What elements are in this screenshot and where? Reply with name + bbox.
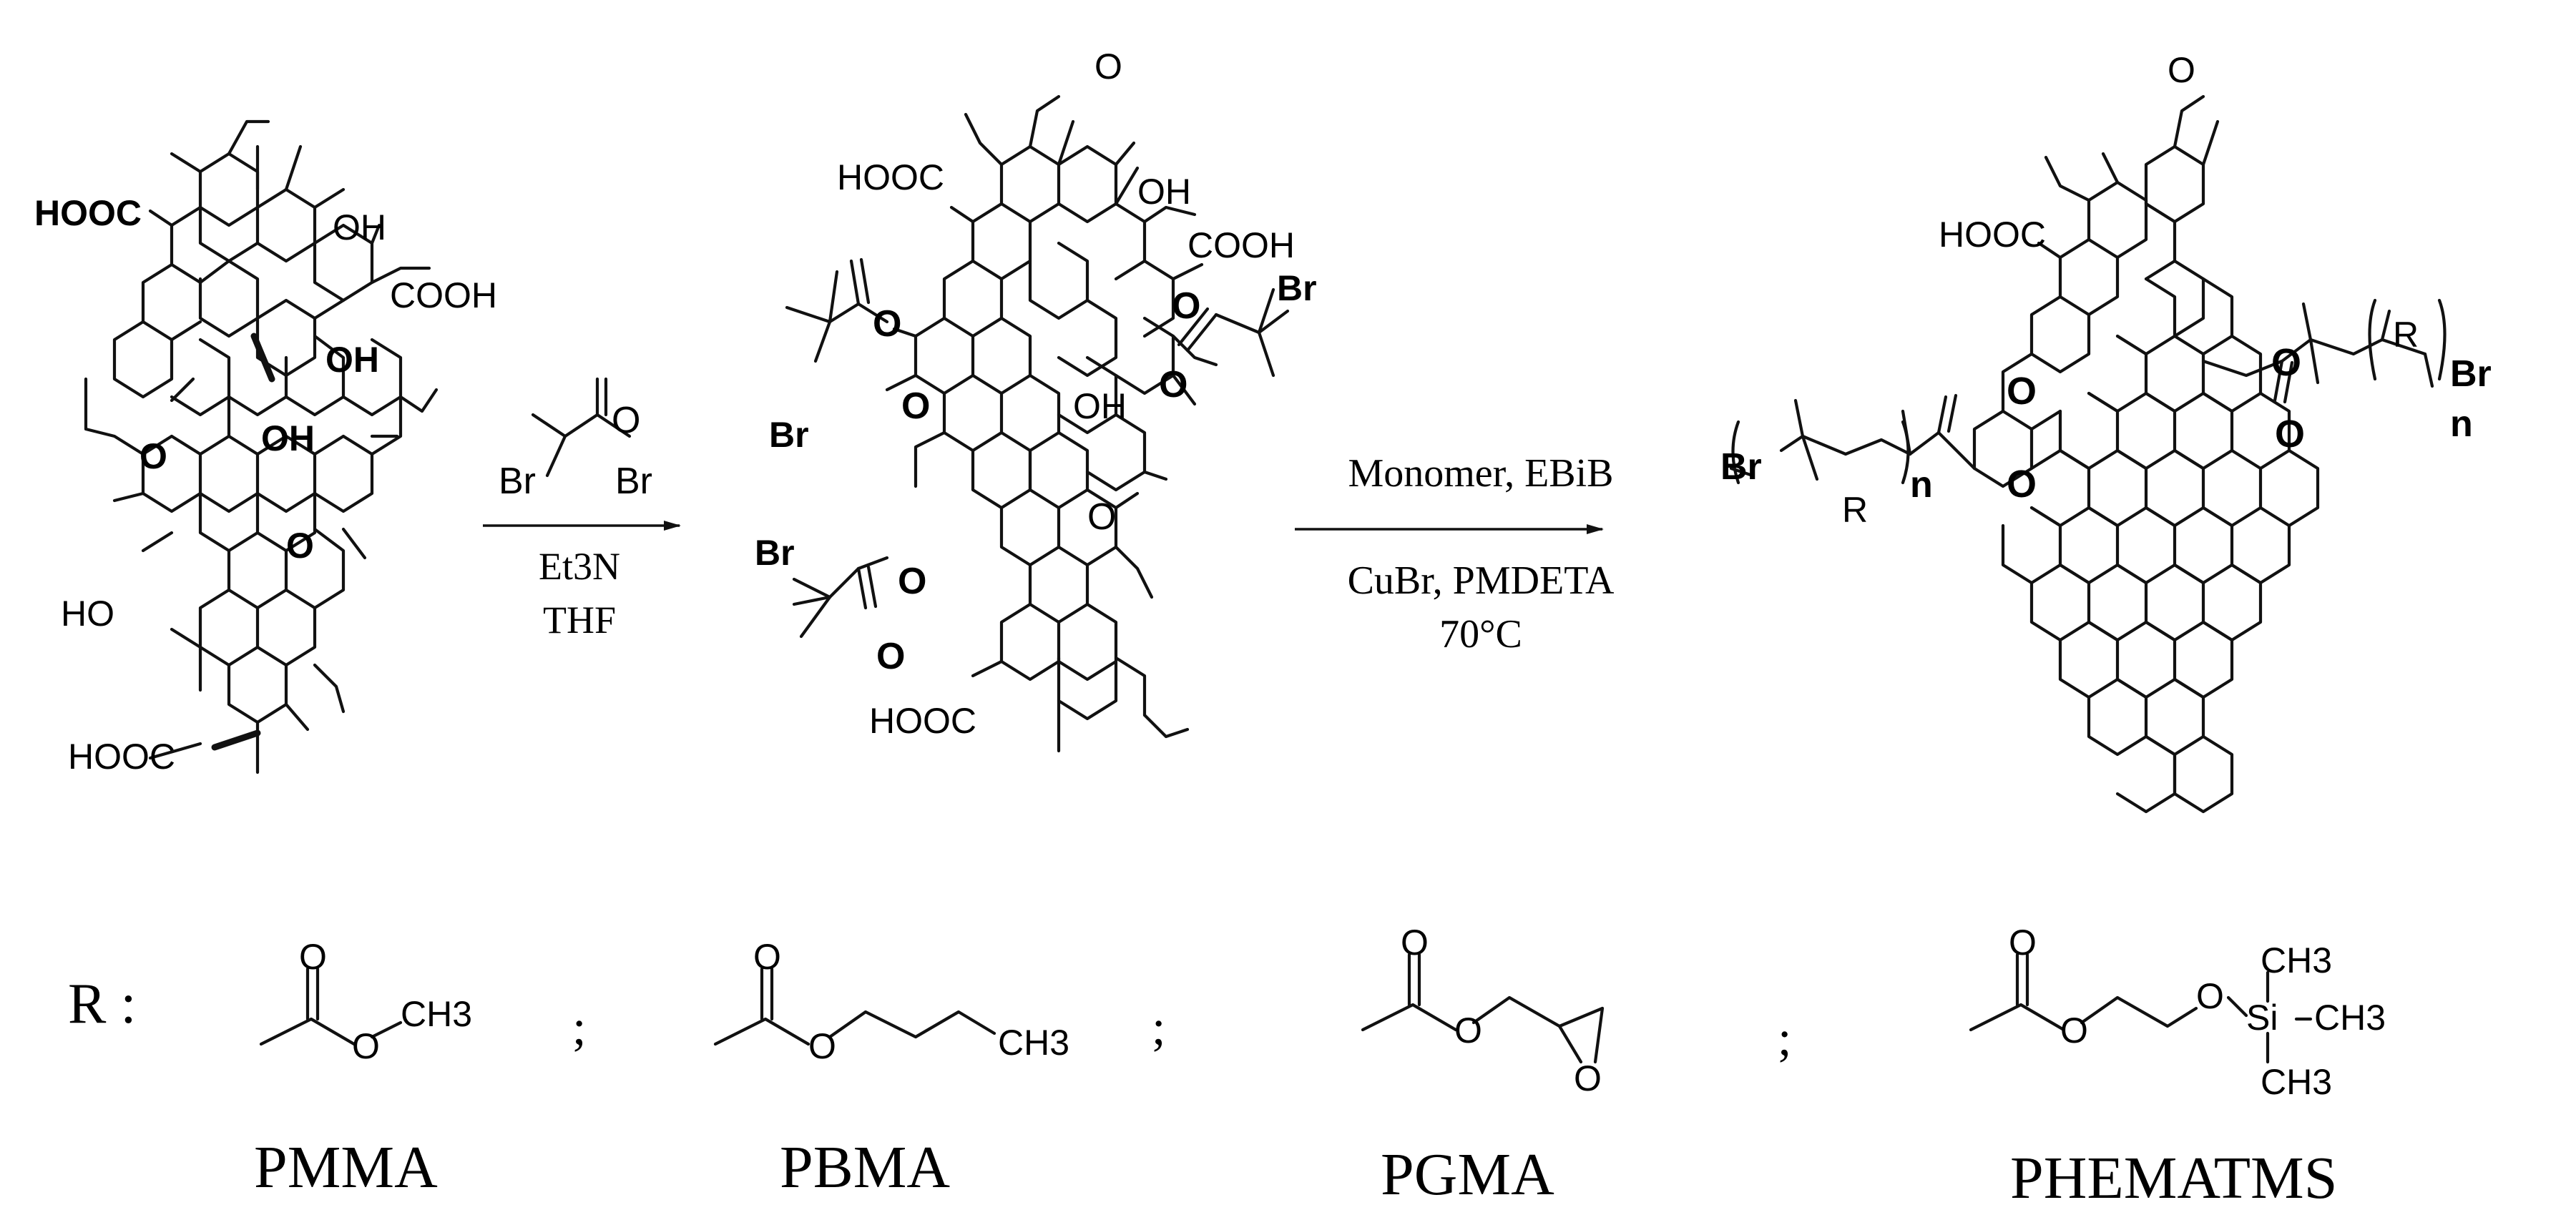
condition-solvent: THF <box>543 599 616 641</box>
go-br-skeleton <box>785 94 1290 753</box>
phematms-silicon: Si <box>2246 998 2278 1038</box>
grafted-carbonyl-o: O <box>2007 370 2037 413</box>
grafted-repeat-n: n <box>1910 464 1933 506</box>
go-br-group-cooh: COOH <box>1187 225 1295 265</box>
go-group-oh: OH <box>333 207 386 247</box>
go-group-hooc: HOOC <box>68 737 175 777</box>
go-br-initiator-molecule: HOOC OH COOH Br O O O Br O O OH Br O O O… <box>755 46 1317 753</box>
go-group-cooh: COOH <box>390 275 497 315</box>
phematms-methyl: CH3 <box>2261 940 2332 980</box>
go-br-group-hooc: HOOC <box>837 157 944 197</box>
phematms-methyl: CH3 <box>2261 1062 2332 1102</box>
r-group-label: R : <box>68 973 137 1035</box>
grafted-carbonyl-o: O <box>2275 413 2305 456</box>
pgma-ester-o: O <box>1454 1010 1482 1051</box>
go-br-epoxide-o: O <box>1087 496 1116 538</box>
r-group-separator: ; <box>1152 1000 1165 1056</box>
graphene-oxide-skeleton <box>84 119 439 774</box>
go-br-carbonyl-o: O <box>876 636 905 677</box>
go-br-group-hooc: HOOC <box>869 701 976 741</box>
condition-base: Et3N <box>539 545 620 588</box>
pmma-structure <box>259 967 403 1046</box>
phematms-name: PHEMATMS <box>2010 1145 2337 1211</box>
r-group-separator: ; <box>1778 1011 1791 1066</box>
pbma-methyl: CH3 <box>998 1023 1069 1063</box>
condition-catalyst: CuBr, PMDETA <box>1348 559 1615 603</box>
pbma-carbonyl-o: O <box>753 937 781 977</box>
bromoisobutyryl-bromide-reagent <box>531 377 632 478</box>
pbma-name: PBMA <box>780 1134 950 1201</box>
reagent-br-atom: Br <box>615 461 652 502</box>
go-br-ester-o: O <box>898 561 926 602</box>
pmma-methyl: CH3 <box>401 994 472 1034</box>
bold-bond <box>211 729 261 751</box>
grafted-r-group: R <box>2393 315 2419 355</box>
grafted-ester-o: O <box>2271 341 2301 384</box>
r-group-pmma: O O CH3 PMMA <box>254 937 472 1201</box>
grafted-r-group: R <box>1842 490 1868 530</box>
phematms-methyl: CH3 <box>2314 998 2386 1038</box>
reaction-step-1: Br O Br Et3N THF <box>483 377 681 641</box>
reagent-o-atom: O <box>612 400 640 441</box>
go-group-epoxide-o: O <box>286 526 314 566</box>
r-group-definitions: R : O O CH3 PMMA ; O O CH3 <box>68 923 2386 1211</box>
polymer-grafted-go-molecule: HOOC O O O R Br n Br O O R n <box>1720 50 2492 814</box>
go-br-ester-o: O <box>901 385 930 427</box>
phematms-ether-o: O <box>2196 976 2224 1016</box>
pbma-ester-o: O <box>808 1026 836 1066</box>
go-br-carbonyl-o: O <box>1159 364 1187 405</box>
grafted-go-skeleton <box>1729 94 2447 814</box>
go-group-oh: OH <box>325 340 379 380</box>
pmma-ester-o: O <box>352 1026 380 1066</box>
go-br-group-br: Br <box>755 533 795 573</box>
grafted-ketone-o: O <box>2168 50 2195 90</box>
pmma-carbonyl-o: O <box>299 937 327 977</box>
graphene-oxide-molecule: HOOC OH COOH OH OH O O HO HOOC <box>34 119 497 777</box>
r-group-separator: ; <box>572 1000 586 1056</box>
go-br-ester-o: O <box>1172 285 1200 327</box>
go-br-group-oh: OH <box>1137 172 1191 212</box>
go-group-ho: HO <box>61 594 114 634</box>
phematms-structure <box>1969 953 2313 1064</box>
condition-temperature: 70°C <box>1439 612 1522 656</box>
grafted-end-br: Br <box>1720 446 1762 488</box>
go-group-epoxide-o: O <box>139 436 167 476</box>
go-br-group-br: Br <box>1277 268 1317 308</box>
pbma-structure <box>713 967 996 1046</box>
grafted-group-hooc: HOOC <box>1939 215 2046 255</box>
grafted-end-br: Br <box>2450 353 2492 395</box>
go-group-hooc: HOOC <box>34 193 142 233</box>
grafted-ester-o: O <box>2007 463 2037 506</box>
reaction-step-2: Monomer, EBiB CuBr, PMDETA 70°C <box>1295 451 1615 656</box>
pgma-epoxide-o: O <box>1574 1058 1602 1098</box>
r-group-phematms: O O O Si CH3 CH3 CH3 PHEMATMS <box>1969 923 2386 1211</box>
phematms-ester-o: O <box>2060 1010 2088 1051</box>
phematms-carbonyl-o: O <box>2009 923 2037 963</box>
go-br-group-br: Br <box>769 415 809 455</box>
bold-bond <box>250 333 275 383</box>
pmma-name: PMMA <box>254 1134 438 1201</box>
go-group-oh: OH <box>261 418 315 458</box>
go-br-carbonyl-o: O <box>873 303 901 345</box>
grafted-repeat-n: n <box>2450 403 2473 445</box>
pgma-name: PGMA <box>1381 1141 1554 1208</box>
pgma-structure <box>1361 953 1605 1064</box>
reagent-br-atom: Br <box>499 461 536 502</box>
pgma-carbonyl-o: O <box>1401 923 1429 963</box>
condition-monomer-initiator: Monomer, EBiB <box>1348 451 1613 496</box>
r-group-pbma: O O CH3 PBMA <box>713 937 1069 1201</box>
go-br-ketone-o: O <box>1094 46 1122 87</box>
go-br-group-oh: OH <box>1073 386 1127 426</box>
r-group-pgma: O O O PGMA <box>1361 923 1605 1208</box>
